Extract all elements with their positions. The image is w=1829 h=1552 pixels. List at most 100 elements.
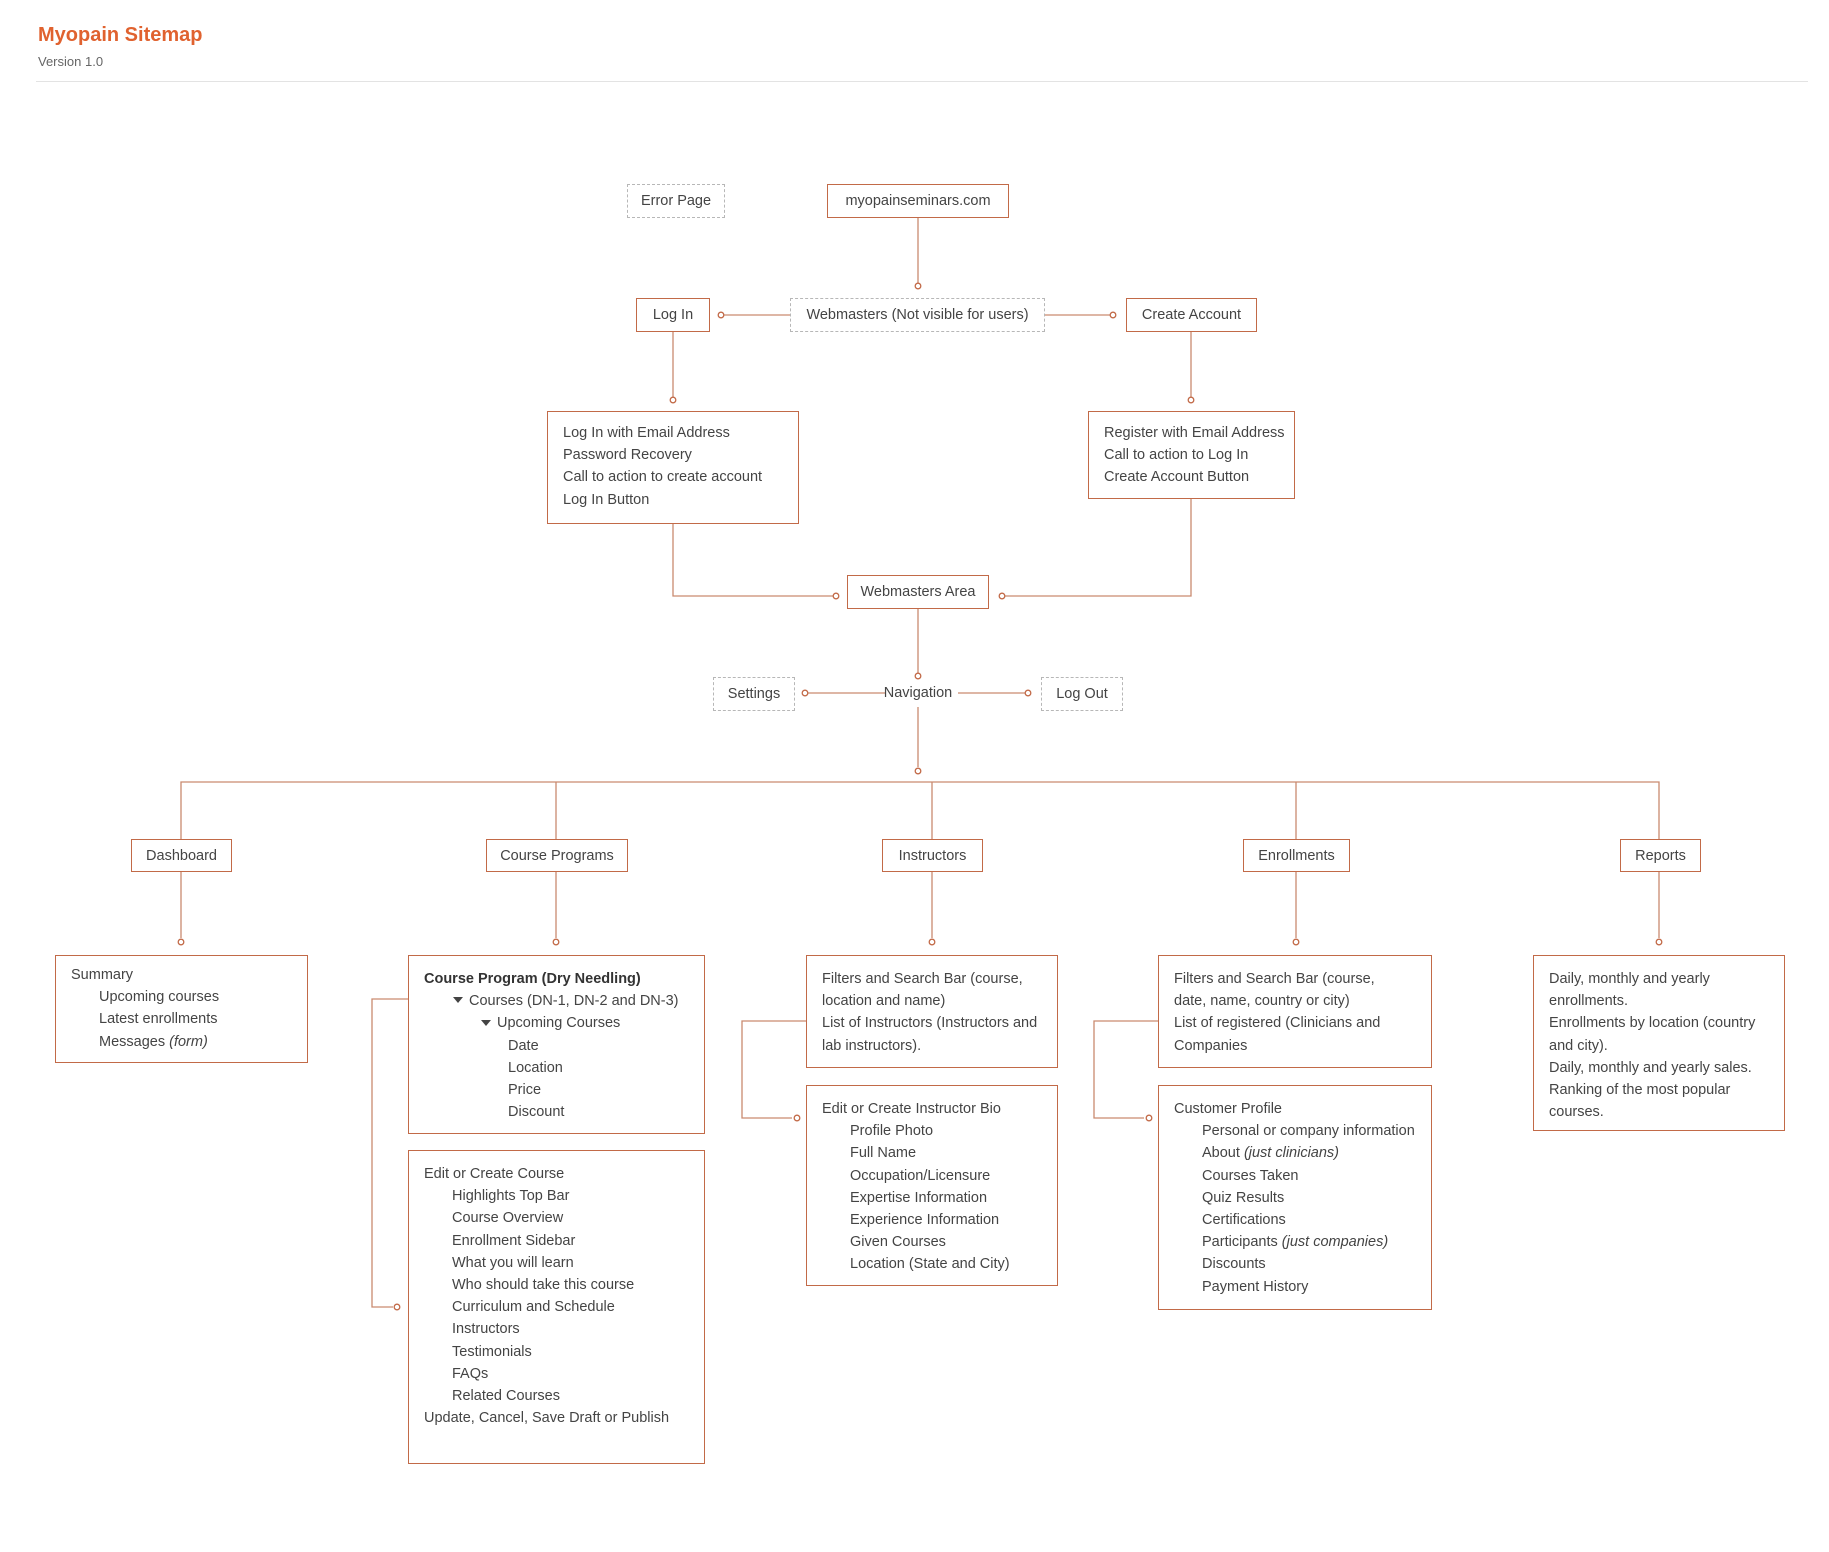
edit-course-heading: Edit or Create Course — [424, 1166, 565, 1182]
header-divider — [36, 81, 1808, 82]
version-label: Version 1.0 — [38, 54, 104, 69]
login-detail-item: Log In with Email Address — [563, 425, 730, 441]
courses-label: Courses (DN-1, DN-2 and DN-3) — [469, 993, 679, 1010]
connector-dot — [928, 938, 936, 946]
customer-profile-item: Certifications — [1202, 1211, 1286, 1228]
connector-dot — [177, 938, 185, 946]
reports-line: Ranking of the most popular — [1549, 1081, 1731, 1098]
connector-dot — [914, 767, 922, 775]
dashboard-node[interactable]: Dashboard — [131, 839, 232, 872]
instructors-node[interactable]: Instructors — [882, 839, 983, 872]
customer-profile-item: Participants (just companies) — [1174, 1231, 1416, 1253]
login-detail-item: Call to action to create account — [563, 469, 763, 486]
instructors-list-line: lab instructors). — [822, 1037, 922, 1054]
customer-profile-item: Courses Taken — [1202, 1167, 1299, 1184]
register-detail-item: Call to action to Log In — [1104, 447, 1249, 464]
course-field-item: Date — [508, 1037, 539, 1054]
connector-dot — [998, 592, 1006, 600]
participants-label: Participants — [1202, 1234, 1278, 1251]
reports-line: Daily, monthly and yearly sales. — [1549, 1059, 1752, 1076]
course-field-item: Discount — [508, 1104, 565, 1121]
caret-down-icon[interactable] — [453, 997, 463, 1004]
messages-label: Messages — [99, 1033, 166, 1050]
root-site-node[interactable]: myopainseminars.com — [827, 184, 1009, 218]
reports-line: Enrollments by location (country — [1549, 1015, 1756, 1032]
edit-course-item: Instructors — [452, 1321, 520, 1338]
reports-line: and city). — [1549, 1037, 1608, 1054]
course-field-item: Price — [508, 1081, 542, 1098]
edit-course-item: Testimonials — [452, 1343, 532, 1360]
reports-node[interactable]: Reports — [1620, 839, 1701, 872]
instructor-bio-item: Occupation/Licensure — [850, 1167, 991, 1184]
connector-dot — [669, 396, 677, 404]
edit-course-footer: Update, Cancel, Save Draft or Publish — [424, 1410, 670, 1427]
instructor-bio-item: Profile Photo — [850, 1123, 934, 1140]
summary-item: Latest enrollments — [99, 1011, 218, 1028]
instructors-list-line: location and name) — [822, 993, 946, 1010]
create-account-node[interactable]: Create Account — [1126, 298, 1257, 332]
connector-dot — [1145, 1114, 1153, 1122]
register-detail-item: Create Account Button — [1104, 469, 1250, 486]
edit-course-item: Course Overview — [452, 1210, 564, 1227]
caret-down-icon[interactable] — [481, 1019, 491, 1026]
enrollments-list-box: Filters and Search Bar (course, date, na… — [1158, 955, 1432, 1068]
edit-course-item: Curriculum and Schedule — [452, 1299, 615, 1316]
error-page-node[interactable]: Error Page — [627, 184, 725, 218]
courses-tree-item[interactable]: Courses (DN-1, DN-2 and DN-3) — [424, 990, 689, 1012]
edit-course-item: Related Courses — [452, 1387, 560, 1404]
about-label: About — [1202, 1145, 1240, 1162]
connector-dot — [793, 1114, 801, 1122]
connector-dot — [832, 592, 840, 600]
enrollments-list-line: date, name, country or city) — [1174, 993, 1350, 1010]
customer-profile-item: About (just clinicians) — [1174, 1142, 1416, 1164]
connector-dot — [552, 938, 560, 946]
register-details-box: Register with Email Address Call to acti… — [1088, 411, 1295, 499]
instructor-bio-item: Full Name — [850, 1145, 917, 1162]
dashboard-summary-box: Summary Upcoming courses Latest enrollme… — [55, 955, 308, 1063]
customer-profile-item: Personal or company information — [1202, 1123, 1415, 1140]
reports-box: Daily, monthly and yearly enrollments. E… — [1533, 955, 1785, 1131]
webmasters-node[interactable]: Webmasters (Not visible for users) — [790, 298, 1045, 332]
register-detail-item: Register with Email Address — [1104, 425, 1285, 441]
customer-profile-item: Discounts — [1202, 1256, 1266, 1273]
edit-course-item: FAQs — [452, 1365, 489, 1382]
connector-dot — [1109, 311, 1117, 319]
connector-dot — [1024, 689, 1032, 697]
customer-profile-heading: Customer Profile — [1174, 1101, 1282, 1117]
customer-profile-item: Payment History — [1202, 1278, 1309, 1295]
log-in-node[interactable]: Log In — [636, 298, 710, 332]
instructor-bio-item: Given Courses — [850, 1234, 946, 1251]
customer-profile-item: Quiz Results — [1202, 1189, 1285, 1206]
log-out-node[interactable]: Log Out — [1041, 677, 1123, 711]
connector-dot — [1292, 938, 1300, 946]
upcoming-courses-item[interactable]: Upcoming Courses — [424, 1012, 689, 1034]
connector-dot — [1655, 938, 1663, 946]
customer-profile-box: Customer Profile Personal or company inf… — [1158, 1085, 1432, 1310]
settings-node[interactable]: Settings — [713, 677, 795, 711]
navigation-node[interactable]: Navigation — [883, 685, 953, 701]
connector — [741, 1020, 811, 1119]
enrollments-list-line: Filters and Search Bar (course, — [1174, 971, 1375, 987]
instructors-list-line: List of Instructors (Instructors and — [822, 1015, 1038, 1032]
instructor-bio-item: Expertise Information — [850, 1189, 988, 1206]
webmasters-area-node[interactable]: Webmasters Area — [847, 575, 989, 609]
edit-course-item: Enrollment Sidebar — [452, 1232, 576, 1249]
connector — [1093, 1020, 1163, 1119]
edit-course-item: Highlights Top Bar — [452, 1188, 570, 1205]
summary-heading: Summary — [71, 967, 134, 983]
login-detail-item: Log In Button — [563, 491, 650, 508]
messages-note: (form) — [169, 1033, 208, 1050]
summary-item: Messages (form) — [71, 1031, 292, 1053]
enrollments-node[interactable]: Enrollments — [1243, 839, 1350, 872]
connector-dot — [801, 689, 809, 697]
instructors-list-line: Filters and Search Bar (course, — [822, 971, 1023, 987]
instructor-bio-item: Experience Information — [850, 1211, 1000, 1228]
course-programs-node[interactable]: Course Programs — [486, 839, 628, 872]
connector-dot — [393, 1303, 401, 1311]
course-field-item: Location — [508, 1059, 563, 1076]
edit-course-box: Edit or Create Course Highlights Top Bar… — [408, 1150, 705, 1464]
reports-line: enrollments. — [1549, 993, 1628, 1010]
instructor-bio-heading: Edit or Create Instructor Bio — [822, 1101, 1001, 1117]
upcoming-courses-label: Upcoming Courses — [497, 1015, 621, 1032]
enrollments-list-line: List of registered (Clinicians and — [1174, 1015, 1381, 1032]
